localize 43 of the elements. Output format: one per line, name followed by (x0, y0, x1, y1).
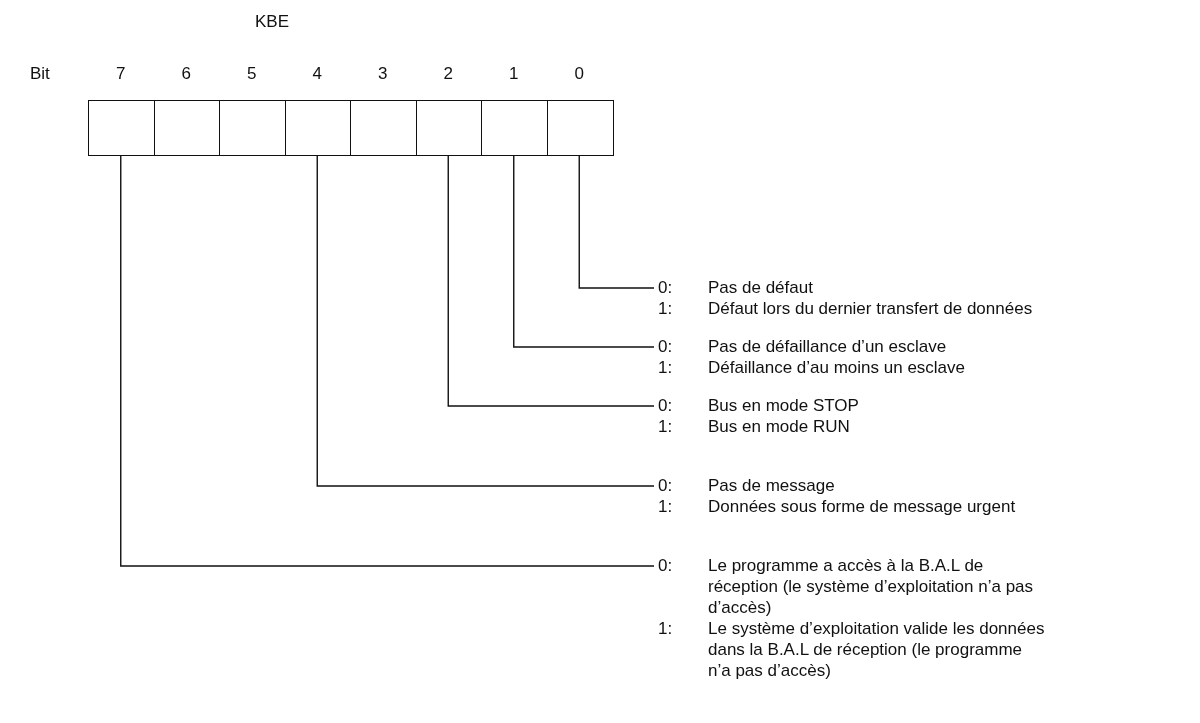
bit-number: 2 (442, 64, 454, 84)
value-description: Le système d’exploitation valide les données dans la B.A.L de réception (le programme n’a pas d’accès) (708, 618, 1046, 681)
bit-value: 0: (658, 555, 674, 577)
value-description: Le programme a accès à la B.A.L de réception (le système d’exploitation n’a pas d’accès) (708, 555, 1035, 618)
bit-number: 3 (377, 64, 389, 84)
bit-value: 1: (658, 618, 674, 640)
bit-cell (284, 100, 352, 156)
bit-value: 0: (658, 395, 674, 416)
leader-line (120, 155, 655, 567)
value-description: Pas de défaut (708, 277, 814, 298)
register-title: KBE (255, 12, 290, 32)
bit-cell (219, 100, 287, 156)
value-description: Défaut lors du dernier transfert de données (708, 298, 1034, 319)
bit-cell (481, 100, 549, 156)
row-label: Bit (30, 64, 50, 84)
value-description: Pas de défaillance d’un esclave (708, 336, 948, 357)
bit-value: 0: (658, 336, 674, 357)
value-description: Bus en mode RUN (708, 416, 851, 437)
value-description: Bus en mode STOP (708, 395, 860, 416)
value-description: Défaillance d’au moins un esclave (708, 357, 967, 378)
bit-number: 1 (508, 64, 520, 84)
leader-line (578, 155, 655, 289)
value-description: Pas de message (708, 475, 836, 496)
bit-cell (546, 100, 614, 156)
bit-number: 5 (246, 64, 258, 84)
leader-line (316, 155, 655, 487)
bit-number: 4 (311, 64, 323, 84)
bit-value: 1: (658, 416, 674, 437)
bit-value: 1: (658, 496, 674, 517)
bit-cell (153, 100, 221, 156)
bit-value: 1: (658, 357, 674, 378)
leader-line (513, 155, 655, 348)
bit-value: 0: (658, 277, 674, 298)
bit-cell (350, 100, 418, 156)
bit-number: 7 (115, 64, 127, 84)
bit-cell (415, 100, 483, 156)
value-description: Données sous forme de message urgent (708, 496, 1017, 517)
leader-line (447, 155, 655, 407)
bit-value: 0: (658, 475, 674, 496)
bit-number: 6 (180, 64, 192, 84)
bit-number: 0 (573, 64, 585, 84)
bit-cell (88, 100, 156, 156)
bit-value: 1: (658, 298, 674, 319)
